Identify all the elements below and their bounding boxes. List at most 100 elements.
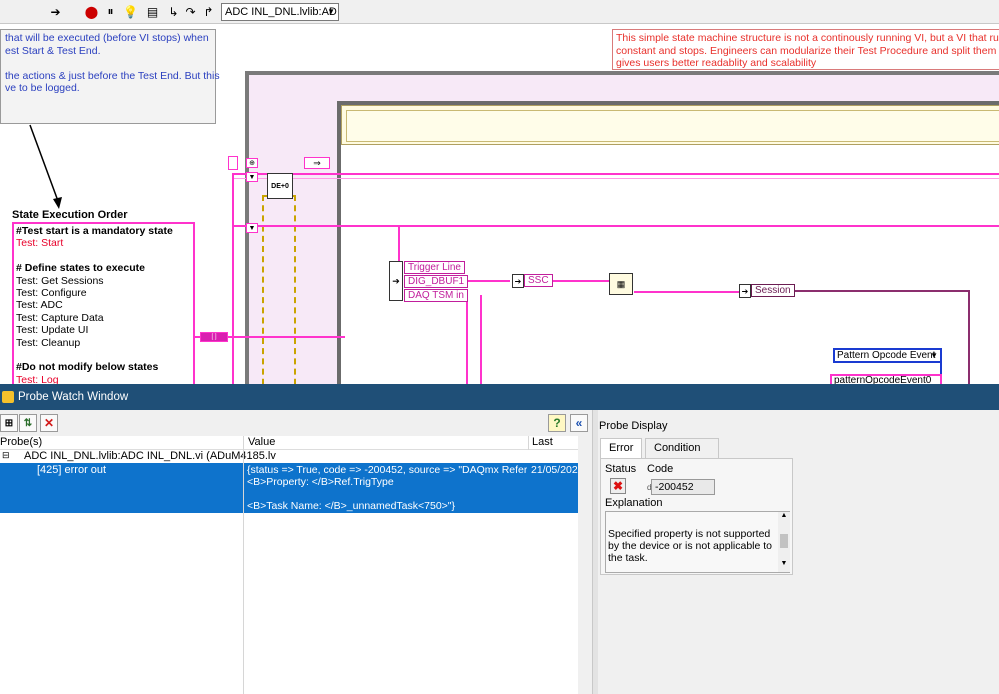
probe-watch-window: Probe Watch Window ⊞ ⇅ ✕ ? « Probe(s) Va… [0, 384, 999, 694]
scroll-thumb[interactable] [780, 534, 788, 548]
state-order-title: State Execution Order [12, 209, 128, 221]
unbundle-field-trigger-line[interactable]: Trigger Line [404, 261, 465, 274]
array-constant-icon: [ ] [200, 332, 228, 342]
state-line: #Do not modify below states [16, 361, 159, 374]
probe-list: ⊟ ADC INL_DNL.lvlib:ADC INL_DNL.vi (ADuM… [0, 450, 578, 694]
value-line: {status => True, code => -200452, source… [247, 464, 527, 476]
error-code-field[interactable]: -200452 [651, 479, 715, 495]
vi-selector-text: ADC INL_DNL.lvlib:AD [225, 6, 337, 18]
status-label: Status [605, 463, 637, 475]
tree-collapse-icon[interactable]: ⊟ [2, 450, 10, 460]
pattern-enum-text: Pattern Opcode Event [837, 350, 936, 361]
state-line: Test: ADC [16, 299, 63, 312]
error-cluster-panel: Status Code ✖ d -200452 Explanation Spec… [600, 458, 793, 575]
state-line: Test: Cleanup [16, 336, 81, 349]
labview-icon [2, 391, 14, 403]
explanation-text: Specified property is not supported by t… [608, 528, 773, 564]
probe-list-header: Probe(s) Value Last Updat [0, 436, 578, 461]
pattern-opcode-enum[interactable]: Pattern Opcode Event ▼ [833, 348, 942, 363]
pattern-partial-text: patternOpcodeEvent0 [834, 375, 932, 384]
ssc-label[interactable]: SSC [524, 274, 553, 287]
comment-box-left: that will be executed (before VI stops) … [0, 29, 220, 124]
comment-line: the actions & just before the Test End. … [5, 69, 220, 82]
retain-wire-icon[interactable]: ▤ [146, 4, 159, 19]
unbundle-field-daq-tsm[interactable]: DAQ TSM in [404, 289, 468, 302]
tab-error[interactable]: Error [600, 438, 643, 458]
comment-line: est Start & Test End. [5, 44, 101, 57]
case-structure-frame [337, 101, 999, 384]
state-line: Test: Update UI [16, 324, 89, 337]
state-line: Test: Start [16, 237, 64, 250]
state-line: Test: Get Sessions [16, 274, 104, 287]
comment-line: This simple state machine structure is n… [616, 32, 999, 44]
shift-register-left[interactable] [228, 156, 238, 170]
unbundle-by-name-icon: ➔ [739, 284, 751, 298]
column-probes[interactable]: Probe(s) [0, 436, 43, 448]
tunnel-icon: ▼ [246, 223, 258, 233]
column-last-update[interactable]: Last Updat [532, 436, 561, 461]
pane-splitter[interactable] [592, 410, 598, 694]
case-selector-label [341, 105, 999, 145]
probe-toolbar: ⊞ ⇅ ✕ ? « [0, 410, 592, 436]
highlight-icon[interactable]: 💡 [123, 4, 138, 19]
unbundle-field-dig-dbuf1[interactable]: DIG_DBUF1 [404, 275, 469, 288]
state-line: #Test start is a mandatory state [16, 225, 173, 237]
code-label: Code [647, 463, 674, 475]
pattern-opcode-event-constant[interactable]: patternOpcodeEvent0 [830, 374, 942, 384]
comment-line: that will be executed (before VI stops) … [5, 32, 209, 44]
tab-condition[interactable]: Condition [645, 438, 719, 458]
pause-icon[interactable]: ⏸ [107, 4, 114, 18]
delete-probe-icon[interactable]: ✕ [40, 414, 58, 432]
chevron-up-icon[interactable]: ▲ [780, 512, 788, 519]
explanation-label: Explanation [605, 497, 663, 509]
vi-path-text: ADC INL_DNL.lvlib:ADC INL_DNL.vi (ADuM41… [24, 450, 276, 462]
comment-left-text: that will be executed (before VI stops) … [5, 32, 220, 95]
explanation-scrollbar[interactable]: ▲ ▼ [778, 512, 790, 572]
table-row[interactable]: [425] error out {status => True, code =>… [0, 463, 578, 513]
vi-tree-row[interactable]: ⊟ ADC INL_DNL.lvlib:ADC INL_DNL.vi (ADuM… [0, 450, 578, 463]
collapse-display-icon[interactable]: « [570, 414, 588, 432]
add-probe-icon[interactable]: ⊞ [0, 414, 18, 432]
value-line [247, 488, 527, 500]
probe-display-title: Probe Display [599, 420, 668, 432]
tunnel-icon: ⊕ [246, 158, 258, 168]
probe-window-title: Probe Watch Window [18, 391, 129, 403]
help-icon[interactable]: ? [548, 414, 566, 432]
value-line: <B>Property: </B>Ref.TrigType [247, 476, 394, 488]
comment-line: gives users better readablity and scalab… [616, 57, 817, 69]
state-line: Test: Capture Data [16, 311, 104, 324]
unbundle-by-name-icon: ➔ [512, 274, 524, 288]
comment-right-text: This simple state machine structure is n… [616, 32, 999, 70]
chevron-down-icon: ▼ [930, 351, 938, 360]
probe-value: {status => True, code => -200452, source… [247, 464, 527, 512]
vi-toolbar: ➔ ⬤ ⏸ 💡 ▤ ↳ ↷ ↱ ADC INL_DNL.lvlib:AD ▼ [0, 0, 999, 24]
state-line: Test: Configure [16, 287, 87, 300]
probe-list-scrollbar[interactable] [578, 436, 592, 694]
probe-name: [425] error out [37, 464, 107, 476]
step-into-icon[interactable]: ↳ [168, 4, 179, 19]
run-arrow-icon[interactable]: ➔ [50, 4, 61, 19]
state-line: # Define states to execute [16, 262, 145, 275]
comment-line [5, 57, 220, 70]
state-line [16, 250, 173, 262]
column-value[interactable]: Value [248, 436, 276, 448]
comment-line: constant and stops. Engineers can modula… [616, 44, 999, 57]
sub-vi-node-icon[interactable]: ▦ [609, 273, 633, 295]
step-over-icon[interactable]: ↷ [185, 4, 196, 19]
node-de-label: DE+0 [271, 182, 289, 190]
unbundle-node-icon: ➔ [389, 261, 403, 301]
error-status-icon: ✖ [610, 478, 626, 494]
probe-window-titlebar: Probe Watch Window [0, 384, 999, 410]
explanation-box[interactable]: Specified property is not supported by t… [605, 511, 790, 573]
session-label[interactable]: Session [751, 284, 795, 297]
chevron-down-icon[interactable]: ▼ [780, 560, 788, 567]
comment-box-right: This simple state machine structure is n… [612, 29, 999, 70]
step-out-icon[interactable]: ↱ [203, 4, 214, 19]
vi-context-selector[interactable]: ADC INL_DNL.lvlib:AD ▼ [221, 3, 339, 21]
expand-probes-icon[interactable]: ⇅ [19, 414, 37, 432]
dequeue-node[interactable]: DE+0 [267, 173, 293, 199]
abort-icon[interactable]: ⬤ [84, 4, 99, 19]
bundle-node[interactable]: ⇒ [304, 157, 330, 169]
